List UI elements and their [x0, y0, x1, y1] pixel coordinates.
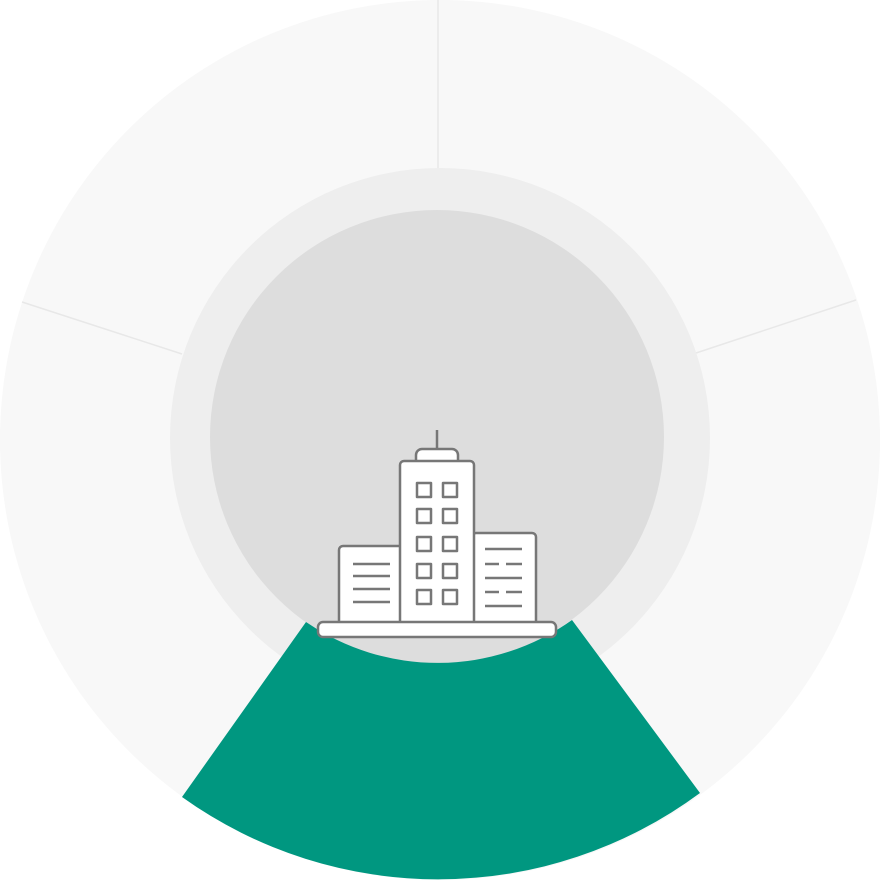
segment-dividers — [21, 0, 857, 355]
segment-divider-upper-left — [21, 301, 183, 355]
highlighted-segment-bottom[interactable] — [182, 620, 700, 880]
segment-divider-upper-right — [695, 299, 857, 354]
office-building-icon — [316, 430, 558, 639]
